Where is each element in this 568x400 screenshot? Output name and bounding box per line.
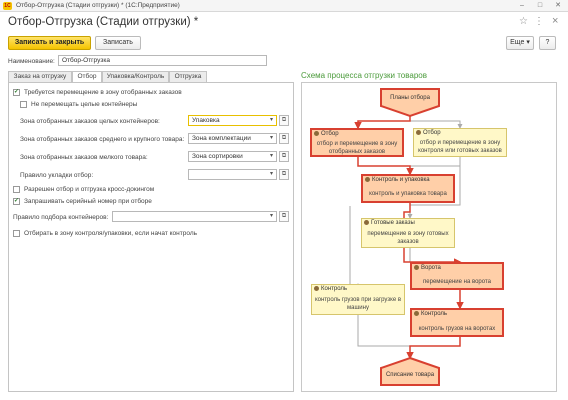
zone-small-input[interactable]: Зона сортировки: [188, 151, 277, 162]
open-icon[interactable]: ⧉: [279, 133, 289, 144]
require-move-label: Требуется перемещение в зону отобранных …: [24, 89, 182, 96]
user-icon: [414, 265, 419, 270]
chevron-down-icon[interactable]: ▾: [269, 213, 273, 219]
close-icon[interactable]: ×: [552, 15, 559, 27]
zone-medium-label: Зона отобранных заказов среднего и крупн…: [20, 136, 185, 143]
container-rule-input[interactable]: [112, 211, 277, 222]
minimize-icon[interactable]: –: [520, 2, 524, 9]
user-icon: [314, 286, 319, 291]
user-icon: [416, 130, 421, 135]
zone-medium-input[interactable]: Зона комплектации: [188, 133, 277, 144]
node-text: контроль грузов при загрузке в машину: [314, 297, 402, 311]
end-node: [380, 356, 440, 386]
node-control-gate[interactable]: Контроль контроль грузов на воротах: [410, 308, 504, 337]
chevron-down-icon[interactable]: ▾: [269, 135, 273, 141]
node-head: Ворота: [421, 265, 441, 272]
window-title: Отбор-Отгрузка (Стадии отгрузки) * (1С:П…: [16, 2, 180, 9]
user-icon: [364, 220, 369, 225]
form-title: Отбор-Отгрузка (Стадии отгрузки) *: [8, 16, 199, 28]
chevron-down-icon[interactable]: ▾: [269, 117, 273, 123]
node-text: перемещение на ворота: [423, 279, 491, 285]
chevron-down-icon[interactable]: ▾: [269, 153, 273, 159]
node-head: Готовые заказы: [371, 220, 415, 227]
node-ready-orders[interactable]: Готовые заказы перемещение в зону готовы…: [361, 218, 455, 248]
node-head: Отбор: [423, 130, 441, 137]
stacking-rule-label: Правило укладки отбор:: [20, 172, 94, 179]
active-connectors: [354, 116, 464, 360]
node-text: контроль грузов на воротах: [418, 326, 496, 332]
end-node-label: Списание товара: [385, 372, 435, 378]
app-logo-icon: 1С: [3, 2, 12, 10]
node-head: Отбор: [321, 131, 339, 138]
start-node-label: Планы отбора: [390, 95, 430, 101]
open-icon[interactable]: ⧉: [279, 211, 289, 222]
node-gate[interactable]: Ворота перемещение на ворота: [410, 262, 504, 290]
open-icon[interactable]: ⧉: [279, 151, 289, 162]
zone-small-label: Зона отобранных заказов мелкого товара:: [20, 154, 148, 161]
control-zone-label: Отбирать в зону контроля/упаковки, если …: [24, 230, 197, 237]
node-head: Контроль: [421, 311, 448, 318]
star-icon[interactable]: ☆: [519, 16, 528, 27]
save-and-close-button[interactable]: Записать и закрыть: [8, 36, 91, 50]
save-button[interactable]: Записать: [95, 36, 141, 50]
control-zone-checkbox[interactable]: [13, 230, 20, 237]
maximize-icon[interactable]: □: [537, 2, 543, 9]
node-text: отбор и перемещение в зону контроля или …: [418, 140, 502, 154]
scheme-title: Схема процесса отгрузки товаров: [301, 71, 428, 80]
node-text: отбор и перемещение в зону отобранных за…: [316, 141, 398, 155]
more-button[interactable]: Еще ▾: [506, 36, 534, 50]
open-icon[interactable]: ⧉: [279, 115, 289, 126]
help-button[interactable]: ?: [539, 36, 556, 50]
node-head: Контроль: [321, 286, 348, 293]
window-close-icon[interactable]: ✕: [555, 2, 561, 9]
node-control-load[interactable]: Контроль контроль грузов при загрузке в …: [311, 284, 405, 315]
user-icon: [414, 311, 419, 316]
node-pick[interactable]: Отбор отбор и перемещение в зону контрол…: [413, 128, 507, 157]
node-head: Контроль и упаковка: [372, 177, 430, 184]
stacking-rule-input[interactable]: [188, 169, 277, 180]
no-move-containers-label: Не перемещать целые контейнеры: [31, 101, 138, 108]
zone-whole-label: Зона отобранных заказов целых контейнеро…: [20, 118, 160, 125]
more-dots-icon[interactable]: ⋮: [534, 16, 544, 27]
crossdock-label: Разрешен отбор и отгрузка кросс-докингом: [24, 186, 155, 193]
crossdock-checkbox[interactable]: [13, 186, 20, 193]
user-icon: [365, 177, 370, 182]
serial-request-checkbox[interactable]: ✓: [13, 198, 20, 205]
node-pick-move[interactable]: Отбор отбор и перемещение в зону отобран…: [310, 128, 404, 157]
open-icon[interactable]: ⧉: [279, 169, 289, 180]
node-control-pack[interactable]: Контроль и упаковка контроль и упаковка …: [361, 174, 455, 203]
serial-request-label: Запрашивать серийный номер при отборе: [24, 198, 152, 205]
name-label: Наименование:: [8, 58, 55, 65]
node-text: контроль и упаковка товара: [369, 191, 447, 197]
no-move-containers-checkbox[interactable]: [20, 101, 27, 108]
node-text: перемещение в зону готовых заказов: [367, 231, 449, 245]
start-node: [380, 88, 440, 118]
require-move-checkbox[interactable]: ✓: [13, 89, 20, 96]
container-rule-label: Правило подбора контейнеров:: [13, 214, 109, 221]
zone-whole-input[interactable]: Упаковка: [188, 115, 277, 126]
user-icon: [314, 131, 319, 136]
name-input[interactable]: Отбор-Отгрузка: [58, 55, 267, 66]
window-titlebar: 1С Отбор-Отгрузка (Стадии отгрузки) * (1…: [0, 0, 568, 12]
chevron-down-icon[interactable]: ▾: [269, 171, 273, 177]
